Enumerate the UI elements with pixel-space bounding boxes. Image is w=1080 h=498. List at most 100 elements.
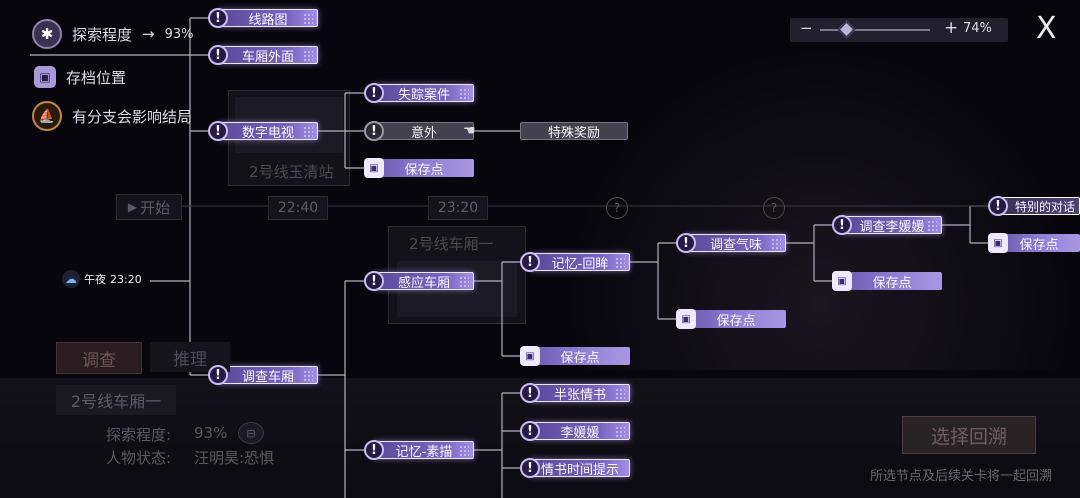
info-icon: !: [208, 121, 228, 141]
node-investigate-li[interactable]: ! 调查李媛媛: [832, 215, 942, 235]
node-label: 意外: [410, 125, 437, 141]
node-special-dialog[interactable]: ! 特别的对话: [988, 196, 1080, 216]
info-icon: !: [520, 383, 540, 403]
midnight-marker: ☁ 午夜 23:20: [62, 270, 142, 288]
node-label: 调查车厢: [241, 369, 294, 385]
unknown-node-1: ?: [606, 197, 628, 219]
node-label: 李媛媛: [560, 425, 600, 441]
node-label: 车厢外面: [241, 49, 294, 65]
node-label: 保存点: [560, 350, 600, 366]
node-li-yuanyuan[interactable]: ! 李媛媛: [520, 421, 630, 441]
info-icon: !: [364, 83, 384, 103]
zoom-slider-track[interactable]: [820, 29, 930, 31]
zoom-in-button[interactable]: +: [944, 18, 959, 38]
save-box-icon: ▣: [988, 233, 1008, 253]
info-icon: !: [832, 215, 852, 235]
panel-explore-label: 探索程度:: [106, 426, 172, 444]
info-icon: !: [364, 121, 384, 141]
info-icon: !: [520, 458, 540, 478]
info-icon: !: [988, 196, 1008, 216]
node-missing-case[interactable]: ! 失踪案件: [364, 83, 474, 103]
zoom-percent: 74%: [963, 21, 992, 36]
start-node[interactable]: ▶ 开始: [116, 194, 182, 220]
node-save-point-5[interactable]: ▣ 保存点: [988, 233, 1080, 253]
node-save-point-2[interactable]: ▣ 保存点: [520, 346, 630, 366]
legend-branch: ⛵ 有分支会影响结局: [32, 101, 192, 131]
info-icon: !: [520, 421, 540, 441]
carriage-card-label: 2号线车厢一: [409, 235, 494, 253]
save-box-icon: ▣: [34, 66, 56, 88]
midnight-label: 午夜: [84, 273, 106, 286]
close-button[interactable]: X: [1036, 11, 1057, 46]
unknown-node-2: ?: [763, 197, 785, 219]
midnight-time: 23:20: [110, 272, 142, 286]
node-label: 数字电视: [241, 125, 294, 141]
node-letter-time-hint[interactable]: ! 情书时间提示: [520, 458, 630, 478]
node-label: 记忆-回眸: [551, 256, 609, 272]
node-memory-recall[interactable]: ! 记忆-回眸: [520, 252, 630, 272]
panel-status-value: 汪明昊:恐惧: [194, 449, 275, 467]
node-half-letter[interactable]: ! 半张情书: [520, 383, 630, 403]
info-icon: !: [364, 271, 384, 291]
panel-status-label: 人物状态:: [106, 449, 172, 467]
info-icon: !: [520, 252, 540, 272]
node-label: 保存点: [1019, 237, 1059, 253]
node-investigate-car[interactable]: ! 调查车厢: [208, 365, 318, 385]
node-outside-car[interactable]: ! 车厢外面: [208, 45, 318, 65]
node-label: 特别的对话: [1015, 199, 1076, 214]
puzzle-icon: ✱: [32, 19, 62, 49]
info-icon: !: [208, 8, 228, 28]
save-box-icon: ▣: [520, 346, 540, 366]
node-save-point-3[interactable]: ▣ 保存点: [676, 309, 786, 329]
legend-explore-arrow: →: [142, 25, 155, 43]
node-save-point-1[interactable]: ▣ 保存点: [364, 158, 474, 178]
save-box-icon: ▣: [832, 271, 852, 291]
info-icon: !: [676, 233, 696, 253]
save-box-icon: ▣: [676, 309, 696, 329]
station-card-label: 2号线玉清站: [249, 163, 334, 181]
node-label: 失踪案件: [397, 87, 450, 103]
info-icon: !: [208, 365, 228, 385]
hand-cursor-icon: ☚: [463, 123, 476, 139]
save-box-icon: ▣: [364, 158, 384, 178]
node-label: 保存点: [404, 162, 444, 178]
zoom-out-button[interactable]: −: [800, 19, 813, 37]
node-sense-car[interactable]: ! 感应车厢: [364, 271, 474, 291]
node-investigate-smell[interactable]: ! 调查气味: [676, 233, 786, 253]
node-digital-tv[interactable]: ! 数字电视: [208, 121, 318, 141]
select-rewind-button[interactable]: 选择回溯: [902, 416, 1036, 454]
time-marker-2320: 23:20: [428, 196, 488, 220]
legend-branch-label: 有分支会影响结局: [72, 107, 193, 126]
node-label: 保存点: [716, 313, 756, 329]
boat-icon: ⛵: [32, 101, 62, 131]
legend-explore: ✱ 探索程度 → 93%: [32, 19, 194, 49]
info-card-icon[interactable]: ⊟: [238, 422, 264, 444]
zoom-control: − + 74%: [790, 18, 1008, 42]
node-memory-sketch[interactable]: ! 记忆-素描: [364, 440, 474, 460]
node-label: 情书时间提示: [540, 462, 619, 478]
panel-location: 2号线车厢一: [56, 385, 176, 415]
node-label: 线路图: [248, 12, 288, 28]
node-label: 保存点: [872, 275, 912, 291]
node-accident[interactable]: ! 意外: [364, 121, 474, 141]
zoom-slider-knob[interactable]: [837, 20, 857, 39]
legend-save: ▣ 存档位置: [34, 66, 126, 88]
node-special-reward[interactable]: 特殊奖励: [520, 121, 630, 141]
node-label: 调查李媛媛: [859, 219, 925, 235]
info-icon: !: [364, 440, 384, 460]
node-label: 半张情书: [553, 387, 606, 403]
time-marker-2240: 22:40: [268, 196, 328, 220]
panel-explore-value: 93%: [194, 424, 228, 442]
node-label: 特殊奖励: [547, 125, 600, 141]
node-save-point-4[interactable]: ▣ 保存点: [832, 271, 942, 291]
legend-save-label: 存档位置: [66, 68, 127, 87]
tab-investigate[interactable]: 调查: [56, 342, 142, 374]
info-icon: !: [208, 45, 228, 65]
start-label: 开始: [140, 198, 171, 217]
legend-explore-value: 93%: [164, 26, 194, 42]
cloud-moon-icon: ☁: [62, 270, 80, 288]
node-label: 记忆-素描: [395, 444, 453, 460]
node-route-map[interactable]: ! 线路图: [208, 8, 318, 28]
legend-explore-label: 探索程度: [72, 25, 133, 44]
